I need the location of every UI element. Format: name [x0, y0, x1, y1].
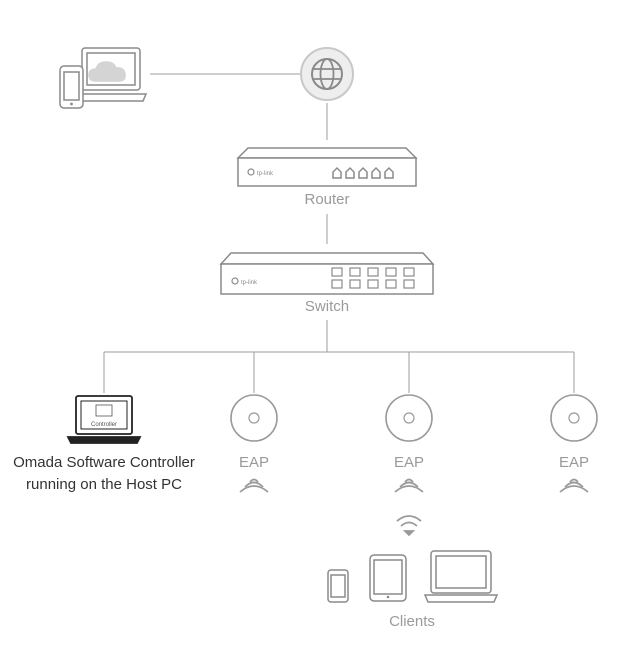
clients-group: [327, 550, 499, 603]
controller-caption-line-2: running on the Host PC: [26, 476, 182, 493]
clients-label: Clients: [389, 613, 435, 630]
eap-2-label: EAP: [393, 454, 424, 471]
eap-3-label: EAP: [558, 454, 589, 471]
router-label: Router: [304, 191, 350, 208]
internet-globe-icon: [300, 47, 354, 101]
switch-label: Switch: [304, 298, 350, 315]
switch-device: [219, 252, 435, 295]
cloud-icon: [88, 61, 126, 82]
switch-brand: tp-link: [241, 280, 258, 286]
tp-link-logo-icon: [231, 277, 239, 285]
router-device: [236, 147, 418, 187]
router-brand: tp-link: [257, 171, 274, 177]
cloud-access-devices: [59, 47, 148, 109]
switch-ports: [331, 267, 415, 289]
eap-1: [230, 394, 278, 493]
eap-1-label: EAP: [238, 454, 269, 471]
phone-icon: [59, 65, 84, 109]
connection-lines: [103, 73, 575, 393]
router-ports: [332, 166, 394, 179]
controller-screen-label: Controller: [91, 422, 117, 428]
wifi-signal-icon: [239, 478, 269, 493]
tp-link-logo-icon: [247, 168, 255, 176]
client-tablet-icon: [369, 554, 407, 602]
client-laptop-icon: [423, 550, 499, 603]
controller-caption-line-1: Omada Software Controller: [13, 454, 195, 471]
wifi-signal-icon: [559, 478, 589, 493]
eap-2: [385, 394, 433, 493]
eap-3: [550, 394, 598, 493]
controller-laptop-icon: [66, 395, 142, 444]
wifi-signal-icon: [394, 478, 424, 493]
client-phone-icon: [327, 569, 349, 603]
client-wifi-icon: [396, 515, 422, 537]
